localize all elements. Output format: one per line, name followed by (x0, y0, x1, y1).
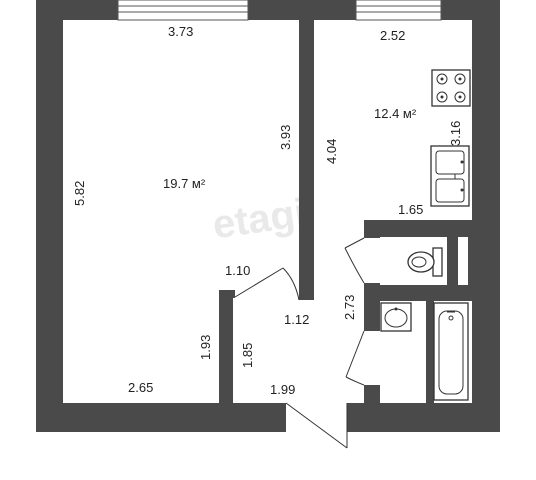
dim-hall-bottom: 1.99 (270, 382, 295, 397)
kitchen-sink-icon (430, 145, 470, 207)
wall-top-3 (441, 0, 472, 20)
dim-living-top: 3.73 (168, 24, 193, 39)
wall-shaft-right (468, 237, 472, 285)
wall-top-2 (248, 0, 356, 20)
wall-bottom-right (347, 403, 500, 432)
wall-bath-mid (426, 301, 434, 403)
wall-living-hall (219, 290, 233, 403)
wall-kitchen-bottom (364, 220, 472, 237)
dim-hall-vertical: 1.85 (240, 343, 255, 368)
dim-bath-height: 2.73 (342, 295, 357, 320)
wall-bath-left-bottom (364, 385, 380, 403)
dim-kitchen-right: 3.16 (448, 121, 463, 146)
wall-wc-bath (380, 285, 472, 301)
dim-kitchen-left: 4.04 (324, 139, 339, 164)
dim-living-door: 1.10 (225, 263, 250, 278)
wall-wc-left-top (364, 220, 380, 238)
bathtub-icon (433, 302, 469, 401)
window-living (117, 0, 249, 21)
dim-living-bottom-left: 1.93 (198, 335, 213, 360)
stove-icon (431, 69, 471, 107)
dim-living-bottom: 2.65 (128, 380, 153, 395)
wall-wc-shaft (447, 237, 458, 285)
wall-living-hall-top (219, 290, 235, 298)
door-entrance (285, 402, 348, 449)
door-living (234, 267, 300, 301)
wall-top-1 (63, 0, 118, 20)
wall-right (472, 0, 500, 432)
toilet-icon (407, 247, 443, 277)
wall-left (36, 0, 63, 432)
dim-living-right: 3.93 (278, 125, 293, 150)
window-kitchen (355, 0, 442, 21)
door-bath (345, 330, 365, 386)
living-room-area: 19.7 м² (163, 176, 206, 191)
wall-living-kitchen (299, 20, 314, 300)
dim-kitchen-top: 2.52 (380, 28, 405, 43)
dim-living-left: 5.82 (72, 181, 87, 206)
kitchen-area: 12.4 м² (374, 106, 417, 121)
wall-wc-left-mid (364, 283, 380, 331)
washbasin-icon (380, 302, 412, 332)
dim-kitchen-bottom: 1.65 (398, 202, 423, 217)
wall-bottom-left (36, 403, 286, 432)
watermark: etagi (210, 191, 309, 248)
door-wc (344, 237, 365, 284)
dim-hall-width: 1.12 (284, 312, 309, 327)
